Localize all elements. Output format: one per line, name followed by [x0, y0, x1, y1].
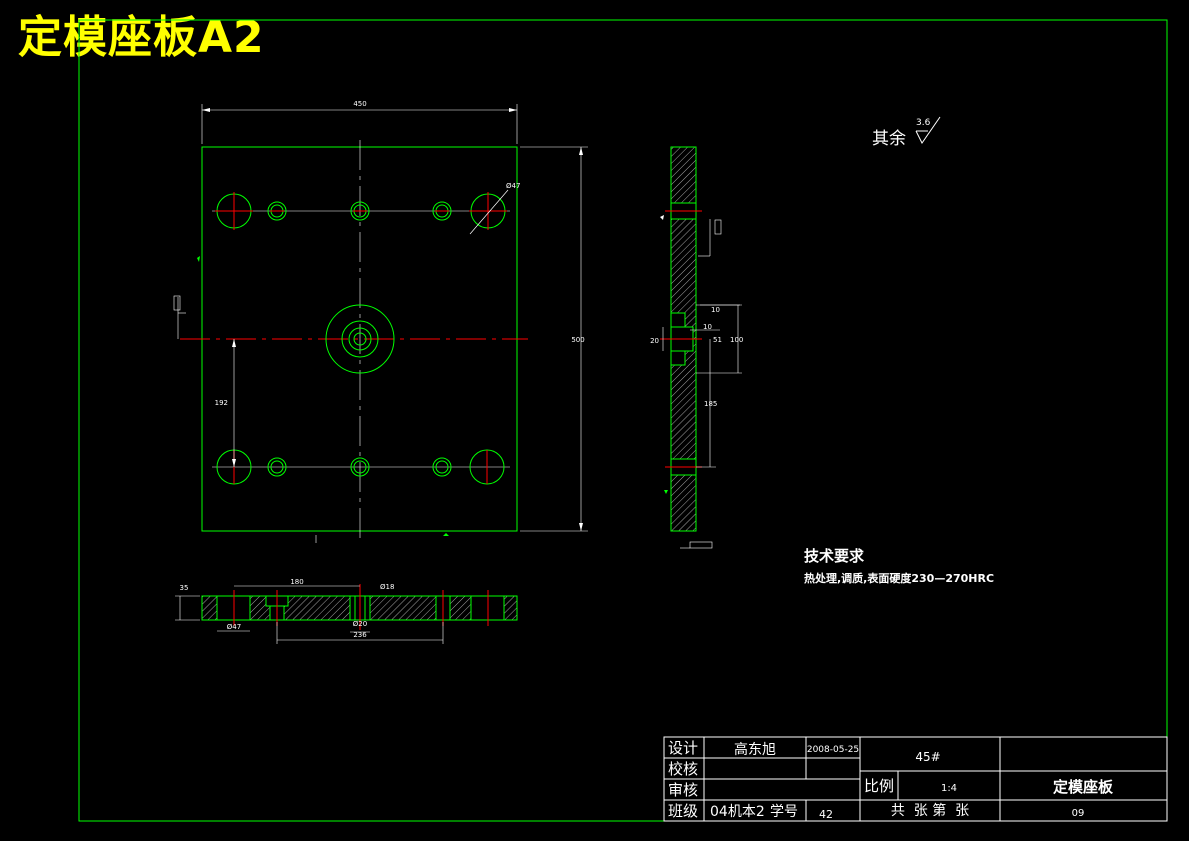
dim-hole-dia: Ø47 [506, 182, 520, 190]
title-block-text: 设计 高东旭 2008-05-25 校核 审核 班级 04机本2 学号 42 4… [668, 739, 1114, 821]
drawing-title: 定模座板A2 [18, 12, 265, 63]
dim-section-dia-47: Ø47 [227, 623, 241, 631]
dim-section-thickness: 35 [180, 584, 189, 592]
surface-finish-label: 其余 [872, 129, 906, 149]
tb-sheet-label: 共 张 第 张 [891, 802, 969, 819]
hole-top-left-large [215, 192, 253, 230]
tb-design-label: 设计 [668, 739, 698, 757]
hole-bottom-right-large [469, 449, 505, 485]
tb-class-label: 班级 [668, 802, 698, 820]
dim-section-236: 236 [353, 631, 367, 639]
title-block [663, 736, 1168, 822]
tb-check-label: 校核 [668, 760, 698, 778]
hole-top-small-3 [432, 201, 452, 221]
tech-req-line: 热处理,调质,表面硬度230—270HRC [804, 571, 994, 585]
hole-top-right-large [469, 189, 509, 235]
dim-section-dia-small: Ø18 [380, 583, 394, 591]
surface-finish-symbol: 其余 3.6 [872, 116, 941, 149]
tb-date: 2008-05-25 [807, 745, 859, 755]
tb-material: 45# [915, 750, 940, 764]
tb-part-name: 定模座板 [1053, 778, 1114, 796]
dim-side-20: 20 [650, 337, 659, 345]
dim-side-10b: 10 [703, 323, 712, 331]
dim-side-51: 51 [713, 336, 722, 344]
dim-center-distance: 192 [215, 399, 228, 407]
tech-req-heading: 技术要求 [804, 547, 865, 565]
tb-class-value: 04机本2 [710, 804, 765, 820]
tb-scale-value: 1:4 [941, 783, 957, 794]
tb-designer: 高东旭 [734, 741, 776, 758]
surface-finish-value: 3.6 [916, 118, 931, 128]
dim-height: 500 [571, 336, 584, 344]
section-view: 35 180 Ø18 Ø47 Ø20 236 [175, 578, 518, 644]
dim-side-10a: 10 [711, 306, 720, 314]
tb-scale-label: 比例 [864, 777, 894, 795]
dim-section-dia-20: Ø20 [353, 620, 367, 628]
dim-section-180: 180 [290, 578, 303, 586]
hole-bottom-small-1 [267, 457, 287, 477]
dim-top-width: 450 [353, 100, 366, 108]
dim-side-100: 100 [730, 336, 743, 344]
side-view: 10 10 20 51 100 185 [650, 146, 743, 549]
hole-top-small-2 [350, 201, 370, 221]
tb-drawing-no: 09 [1072, 808, 1085, 819]
hole-bottom-small-3 [432, 457, 452, 477]
hole-bottom-small-2 [350, 457, 370, 477]
hole-top-small-1 [267, 201, 287, 221]
center-locating-ring [325, 304, 395, 374]
tb-student-no-label: 学号 [770, 804, 798, 820]
tb-review-label: 审核 [668, 781, 698, 799]
tb-student-no: 42 [819, 808, 833, 821]
drawing-frame [78, 19, 1168, 822]
front-view: 450 500 Ø47 192 [173, 100, 588, 543]
dim-side-185: 185 [704, 400, 717, 408]
